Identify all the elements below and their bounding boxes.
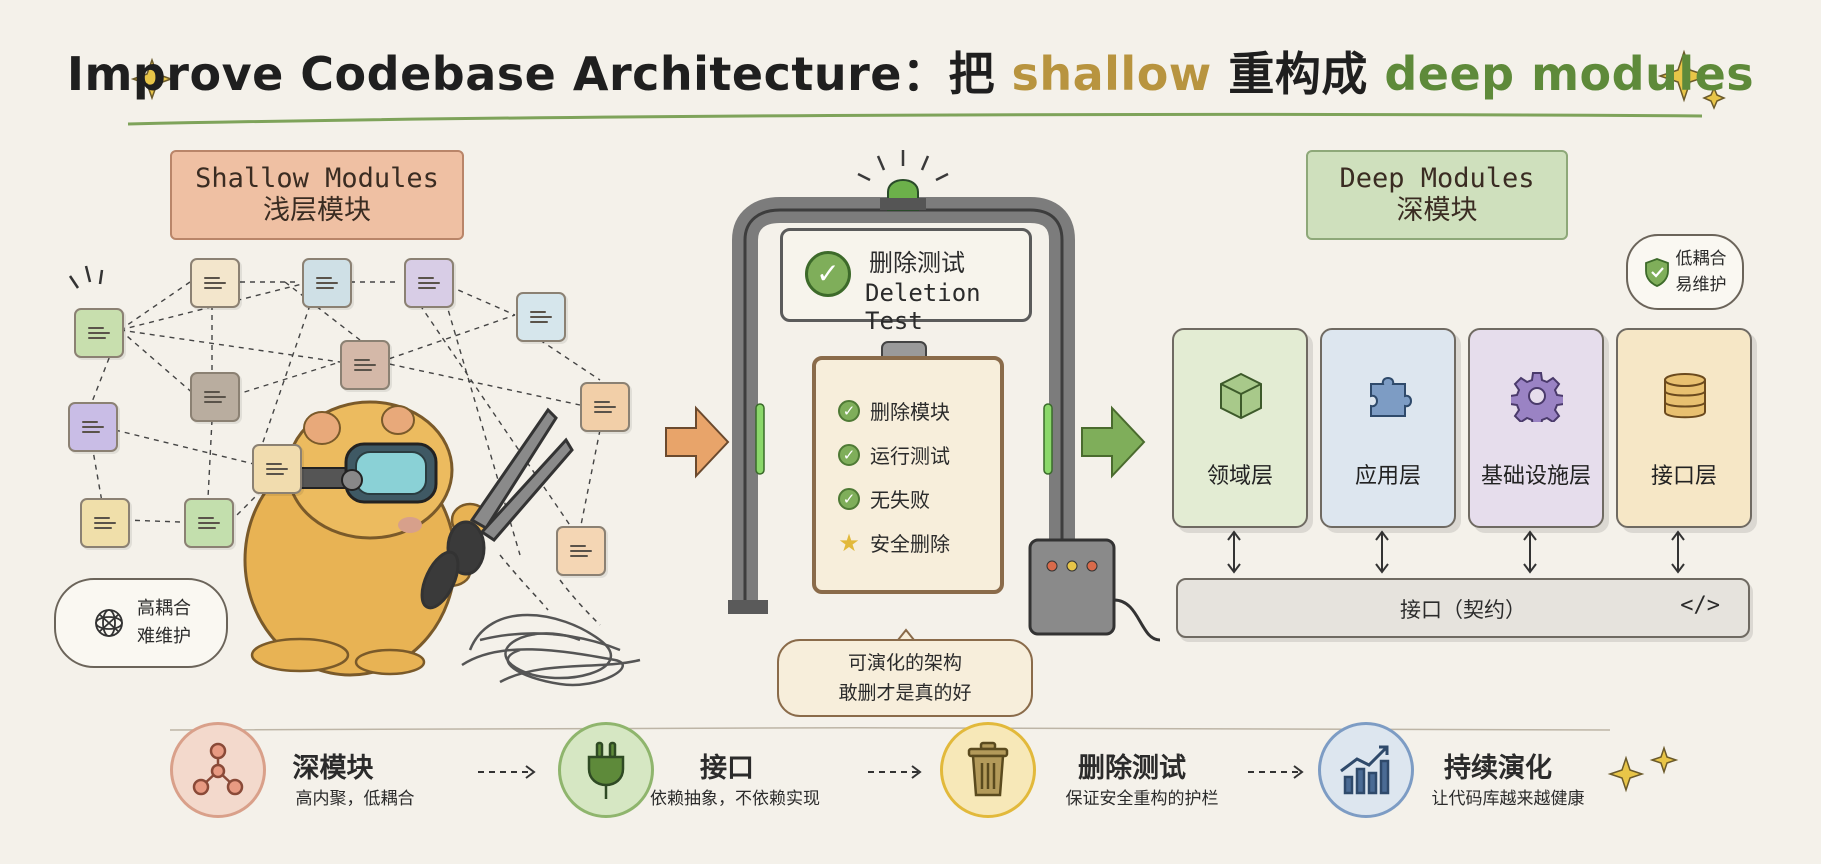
module-card	[580, 382, 630, 432]
checklist-item: ✓ 运行测试	[838, 440, 950, 469]
module-card	[556, 526, 606, 576]
plug-icon	[587, 741, 625, 799]
gate-caption-line1: 可演化的架构	[847, 652, 962, 674]
infrastructure-layer-card: 基础设施层	[1468, 328, 1604, 528]
application-layer-card: 应用层	[1320, 328, 1456, 528]
checklist-label: 无失败	[870, 488, 930, 512]
title-deep: deep modules	[1384, 47, 1755, 101]
interface-contract-bar: 接口（契约） </>	[1176, 578, 1750, 638]
module-card	[404, 258, 454, 308]
scissors-icon	[420, 407, 574, 610]
checklist-item: ★ 安全删除	[838, 528, 950, 557]
layer-label: 领域层	[1206, 464, 1273, 489]
checklist-label: 运行测试	[870, 444, 950, 468]
high-coupling-note: 高耦合 难维护	[54, 578, 228, 668]
hamster-mascot	[243, 400, 490, 677]
gear-icon	[1511, 372, 1563, 422]
cube-icon	[1220, 372, 1262, 420]
low-coupling-line2: 易维护	[1675, 275, 1727, 295]
tangled-wires	[461, 613, 641, 687]
module-card	[184, 498, 234, 548]
checklist-label: 删除模块	[870, 400, 950, 424]
module-card	[340, 340, 390, 390]
growth-chart-icon	[1340, 745, 1390, 795]
deep-modules-banner: Deep Modules 深模块	[1306, 150, 1568, 240]
dependency-arrows	[1227, 530, 1685, 574]
layer-label: 接口层	[1650, 464, 1717, 489]
checklist-item: ✓ 删除模块	[838, 396, 950, 425]
low-coupling-line1: 低耦合	[1675, 249, 1727, 269]
check-icon: ✓	[838, 487, 860, 510]
gate-caption-line2: 敢删才是真的好	[838, 682, 972, 704]
step-subtitle: 让代码库越来越健康	[1431, 789, 1585, 809]
check-icon: ✓	[838, 443, 860, 466]
step-title: 深模块	[292, 753, 374, 784]
step-deletion-test-circle	[940, 722, 1036, 818]
step-title: 持续演化	[1444, 753, 1552, 784]
title-part1: Improve Codebase Architecture：把	[66, 47, 995, 101]
puzzle-icon	[1370, 377, 1412, 417]
module-card	[190, 258, 240, 308]
shallow-modules-banner: Shallow Modules 浅层模块	[170, 150, 464, 240]
step-title: 接口	[700, 753, 754, 784]
domain-layer-card: 领域层	[1172, 328, 1308, 528]
check-icon: ✓	[805, 251, 851, 297]
page-title: Improve Codebase Architecture：把 shallow …	[0, 38, 1821, 104]
check-icon: ✓	[838, 399, 860, 422]
layer-label: 应用层	[1354, 464, 1421, 489]
deletion-checklist: ✓ 删除模块 ✓ 运行测试 ✓ 无失败 ★ 安全删除	[812, 356, 1004, 594]
step-interface-circle	[558, 722, 654, 818]
step-arrows	[478, 765, 1304, 779]
checklist-item: ✓ 无失败	[838, 484, 930, 513]
arrow-right-icon	[665, 405, 1146, 479]
shield-icon	[1644, 258, 1669, 287]
network-icon	[192, 742, 244, 796]
module-card	[80, 498, 130, 548]
layer-label: 基础设施层	[1480, 464, 1591, 489]
deep-banner-en: Deep Modules	[1339, 163, 1535, 194]
high-coupling-line2: 难维护	[137, 626, 191, 647]
step-subtitle: 依赖抽象，不依赖实现	[650, 789, 820, 809]
step-subtitle: 保证安全重构的护栏	[1065, 789, 1219, 809]
deletion-test-zh: 删除测试	[869, 249, 965, 277]
step-subtitle: 高内聚，低耦合	[295, 789, 415, 809]
star-icon: ★	[838, 528, 860, 557]
title-part3: 重构成	[1228, 47, 1368, 101]
trash-icon	[967, 741, 1009, 797]
interface-layer-card: 接口层	[1616, 328, 1752, 528]
step-deep-module-circle	[170, 722, 266, 818]
title-shallow: shallow	[1011, 47, 1212, 101]
high-coupling-line1: 高耦合	[137, 598, 191, 619]
checklist-label: 安全删除	[870, 532, 950, 556]
deletion-test-sign: ✓ 删除测试 Deletion Test	[780, 228, 1032, 335]
module-card	[252, 444, 302, 494]
deletion-test-en: Deletion Test	[865, 279, 981, 335]
code-icon: </>	[1680, 593, 1720, 618]
coupling-network	[91, 281, 601, 556]
step-evolution-circle	[1318, 722, 1414, 818]
low-coupling-note: 低耦合 易维护	[1626, 234, 1744, 310]
shallow-banner-en: Shallow Modules	[195, 163, 439, 194]
sparkle-icon	[130, 49, 1726, 793]
network-icon	[95, 609, 123, 637]
step-title: 删除测试	[1078, 753, 1186, 784]
title-underline	[127, 112, 1703, 126]
contract-label: 接口（契约）	[1400, 598, 1526, 622]
deep-banner-zh: 深模块	[1396, 195, 1478, 226]
database-icon	[1664, 373, 1706, 419]
gate-caption: 可演化的架构 敢删才是真的好	[778, 648, 1032, 708]
module-card	[68, 402, 118, 452]
module-card	[74, 308, 124, 358]
shallow-banner-zh: 浅层模块	[263, 195, 371, 226]
control-box	[1028, 538, 1161, 642]
module-card	[302, 258, 352, 308]
module-card	[190, 372, 240, 422]
module-card	[516, 292, 566, 342]
